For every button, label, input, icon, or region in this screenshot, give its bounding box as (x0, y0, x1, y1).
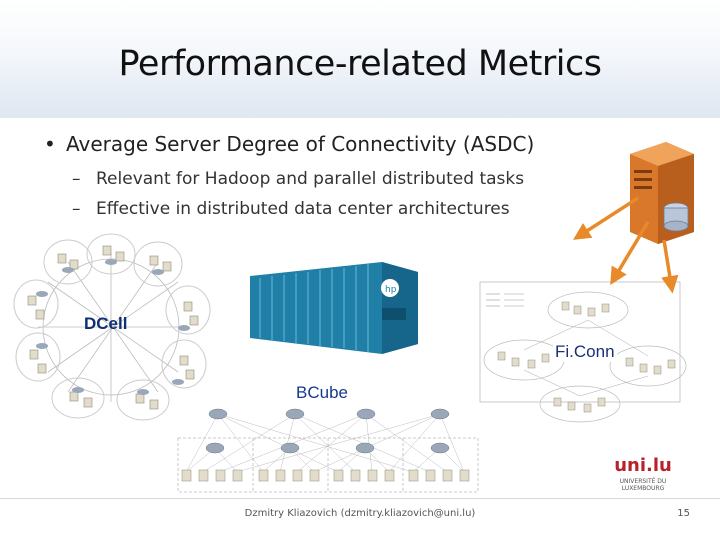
arrow-to-text (573, 196, 639, 240)
page-number: 15 (677, 508, 690, 519)
sub-bullet-2-text: Effective in distributed data center arc… (96, 199, 510, 219)
logo-mark: uni.lu (614, 455, 672, 476)
bcube-diagram (177, 408, 479, 493)
uni-lu-logo: uni.lu UNIVERSITÉ DU LUXEMBOURG (614, 454, 672, 524)
dash-marker: – (72, 199, 81, 219)
arrow-down (661, 239, 679, 294)
arrow-to-ficonn (610, 221, 650, 286)
bcube-label: BCube (296, 383, 348, 402)
container-datacenter-image: hp (250, 262, 418, 354)
sub-bullet-2: –Effective in distributed data center ar… (72, 199, 510, 219)
sub-bullet-1: –Relevant for Hadoop and parallel distri… (72, 169, 524, 189)
server-icon (630, 142, 694, 244)
dash-marker: – (72, 169, 81, 189)
slide-title: Performance-related Metrics (118, 44, 602, 84)
bullet-dot: • (44, 132, 56, 156)
footer-divider (0, 498, 720, 499)
main-bullet: • Average Server Degree of Connectivity (… (44, 132, 534, 156)
main-bullet-text: Average Server Degree of Connectivity (A… (66, 132, 535, 156)
ficonn-label: Fi.Conn (553, 342, 617, 362)
dcell-diagram (13, 233, 211, 421)
title-band (0, 0, 720, 118)
dcell-label: DCell (84, 314, 128, 333)
sub-bullet-1-text: Relevant for Hadoop and parallel distrib… (96, 169, 525, 189)
footer-author: Dzmitry Kliazovich (dzmitry.kliazovich@u… (244, 508, 476, 519)
logo-line-1: UNIVERSITÉ DU (619, 478, 667, 485)
svg-text:hp: hp (385, 285, 397, 295)
logo-line-2: LUXEMBOURG (621, 485, 665, 492)
